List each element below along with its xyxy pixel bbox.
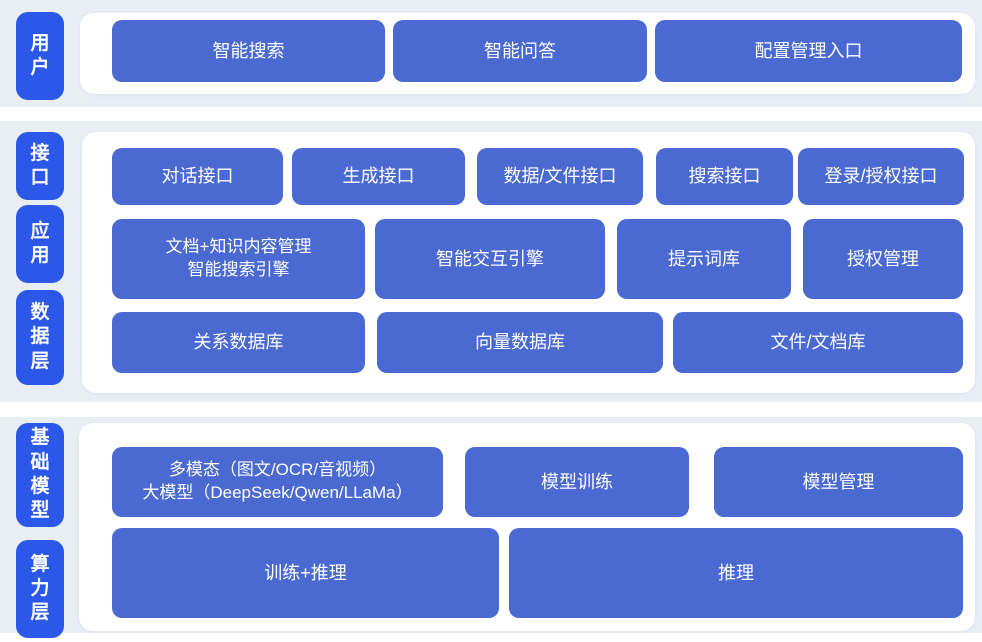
- layer-pill-data-label: 数据层: [30, 302, 50, 372]
- box-model-training: 模型训练: [465, 447, 689, 517]
- layer-pill-interface: 接口: [16, 132, 64, 200]
- box-vector-database: 向量数据库: [377, 312, 663, 373]
- layer-pill-base-model: 基础模型: [16, 423, 64, 527]
- box-doc-knowledge-search-engine: 文档+知识内容管理 智能搜索引擎: [112, 219, 365, 299]
- box-model-management: 模型管理: [714, 447, 963, 517]
- box-login-auth-api: 登录/授权接口: [798, 148, 964, 205]
- box-training-plus-inference: 训练+推理: [112, 528, 499, 618]
- layer-pill-compute: 算力层: [16, 540, 64, 638]
- box-file-document-store: 文件/文档库: [673, 312, 963, 373]
- box-multimodal-llm: 多模态（图文/OCR/音视频） 大模型（DeepSeek/Qwen/LLaMa）: [112, 447, 443, 517]
- box-prompt-library: 提示词库: [617, 219, 791, 299]
- layer-pill-application-label: 应用: [30, 220, 50, 266]
- layer-pill-user-label: 用户: [30, 32, 50, 78]
- box-smart-interaction-engine: 智能交互引擎: [375, 219, 605, 299]
- box-auth-management: 授权管理: [803, 219, 963, 299]
- box-data-file-api: 数据/文件接口: [477, 148, 643, 205]
- box-search-api: 搜索接口: [656, 148, 793, 205]
- box-dialog-api: 对话接口: [112, 148, 283, 205]
- box-relational-database: 关系数据库: [112, 312, 365, 373]
- layer-pill-data: 数据层: [16, 290, 64, 385]
- box-generation-api: 生成接口: [292, 148, 465, 205]
- layer-pill-interface-label: 接口: [30, 142, 50, 188]
- box-smart-qa: 智能问答: [393, 20, 647, 82]
- box-config-management-entry: 配置管理入口: [655, 20, 962, 82]
- box-inference: 推理: [509, 528, 963, 618]
- layer-pill-compute-label: 算力层: [30, 553, 50, 624]
- layer-pill-application: 应用: [16, 205, 64, 283]
- layer-pill-base-model-label: 基础模型: [30, 427, 50, 522]
- box-smart-search: 智能搜索: [112, 20, 385, 82]
- layer-pill-user: 用户: [16, 12, 64, 100]
